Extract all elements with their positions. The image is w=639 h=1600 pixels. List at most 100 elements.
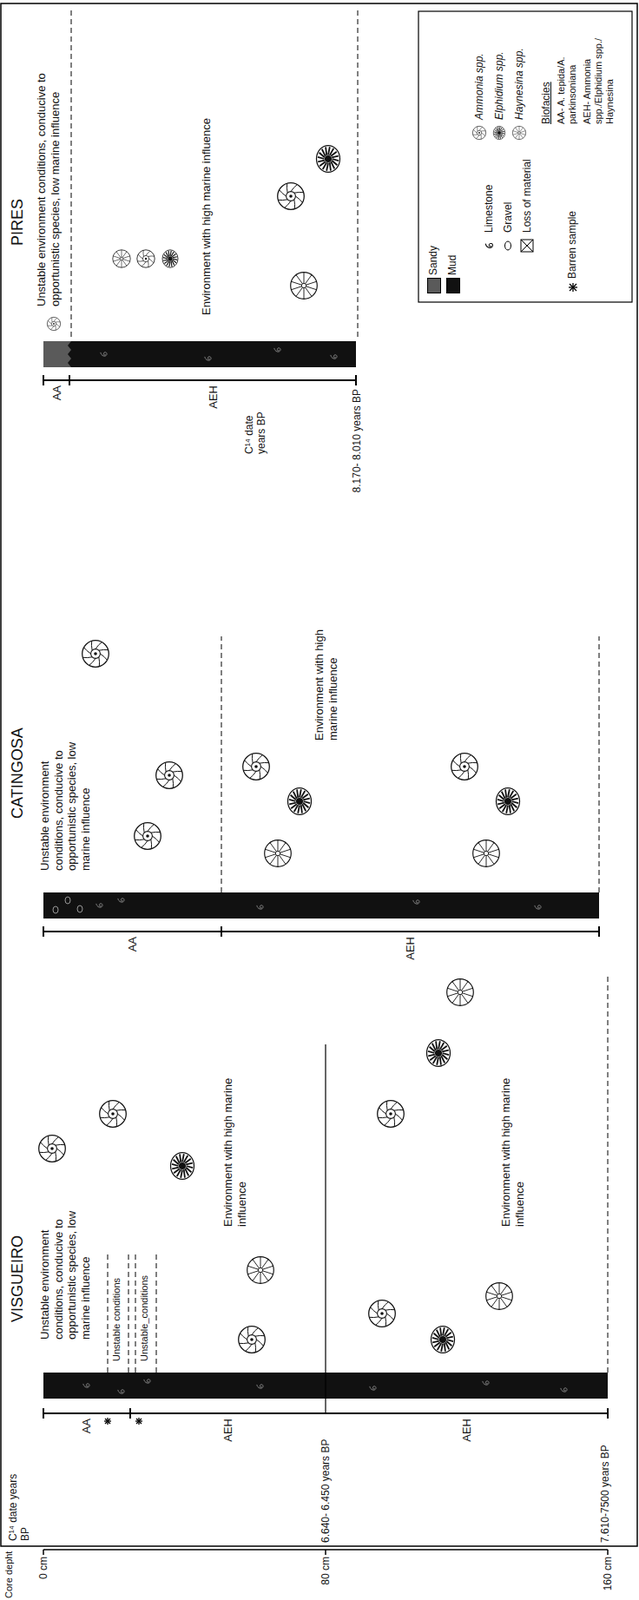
ammonia-icon — [99, 1100, 127, 1128]
mud-core — [43, 892, 600, 919]
biofacies-label: AEH — [221, 1418, 236, 1450]
ammonia-icon — [368, 1300, 396, 1328]
ammonia-icon — [472, 125, 486, 139]
ammonia-icon — [238, 1326, 266, 1354]
limestone-symbol — [330, 355, 337, 359]
ammonia-icon — [277, 183, 305, 211]
depth-tick: 160 cm — [601, 1556, 614, 1599]
radiocarbon-date: 6.640- 6.450 years BP — [319, 1421, 332, 1543]
ammonia-icon — [39, 1135, 66, 1163]
biofacies-label: AEH — [206, 385, 221, 417]
limestone-symbol — [369, 1386, 376, 1390]
limestone-symbol — [485, 243, 493, 248]
biofacies-bracket — [43, 375, 356, 386]
facies-note: Environment with high marine influence — [199, 54, 214, 316]
legend-text: Loss of material — [520, 128, 534, 233]
biofacies-label: AEH — [460, 1418, 475, 1450]
ammonia-icon — [137, 250, 155, 268]
limestone-symbol — [144, 1379, 151, 1384]
site-title: CATINGOSA — [8, 645, 28, 819]
limestone-symbol — [534, 905, 541, 910]
site-title: VISGUEIRO — [8, 1148, 28, 1323]
limestone-symbol — [204, 356, 211, 361]
biofacies-label: AA — [79, 1418, 94, 1450]
mud-core — [67, 341, 356, 368]
haynesina-icon — [290, 272, 318, 300]
limestone-symbol — [482, 1381, 489, 1385]
date-heading: C¹⁴ date years BP — [6, 1471, 33, 1542]
limestone-symbol — [83, 1383, 90, 1388]
haynesina-icon — [264, 840, 292, 868]
biofacies-bracket — [43, 926, 600, 937]
legend-swatch — [427, 277, 442, 294]
depth-tick: 0 cm — [37, 1556, 50, 1599]
biofacies-label: AEH — [403, 936, 418, 969]
legend-swatch — [446, 277, 461, 294]
biofacies-label: AA — [125, 936, 140, 969]
condition-note: Unstable_conditions — [138, 1255, 151, 1362]
depth-axis — [43, 1549, 608, 1555]
figure-frame — [0, 3, 638, 1547]
radiocarbon-date: 7.610-7500 years BP — [599, 1421, 612, 1543]
legend-note: AEH- Ammonia spp./Elphidium spp./ Haynes… — [581, 15, 617, 125]
limestone-symbol — [118, 1389, 125, 1394]
axis-title: Core depht — [3, 1548, 15, 1599]
legend-heading: Biofacies — [540, 19, 553, 125]
legend-note: AA- A. tepida/A. parkinsoniana — [555, 15, 579, 125]
elphidium-icon — [496, 788, 521, 816]
ammonia-icon — [377, 1100, 405, 1128]
limestone-symbol — [96, 903, 103, 908]
facies-note: Environment with high marine influence — [221, 1053, 249, 1227]
elphidium-icon — [162, 250, 178, 268]
legend-text: Sandy — [427, 171, 440, 276]
loss-symbol — [520, 239, 534, 252]
ammonia-icon — [46, 316, 60, 330]
haynesina-icon — [247, 1257, 275, 1285]
limestone-symbol — [413, 900, 420, 904]
facies-note: Unstable environment conditions, conduci… — [38, 1187, 93, 1340]
facies-note: Unstable environment conditions, conduci… — [34, 19, 62, 307]
legend-text: Limestone — [482, 128, 495, 233]
ammonia-icon — [82, 640, 110, 668]
haynesina-icon — [447, 979, 475, 1007]
limestone-symbol — [274, 348, 281, 352]
biofacies-label: AA — [50, 385, 65, 417]
facies-note: Environment with high marine influence — [499, 1053, 527, 1227]
legend-text: Barren sample — [566, 174, 579, 279]
legend-text: Ammonia spp. — [473, 15, 486, 120]
barren-asterisk — [104, 1417, 143, 1425]
haynesina-icon — [512, 125, 526, 139]
gravel-symbol — [505, 241, 512, 251]
ammonia-icon — [451, 753, 479, 781]
limestone-symbol — [560, 1388, 567, 1392]
gravel-symbol — [52, 896, 83, 914]
haynesina-icon — [473, 840, 501, 868]
facies-note: Unstable environment conditions, conduci… — [38, 705, 93, 871]
limestone-symbol — [100, 352, 107, 356]
limestone-symbol — [256, 905, 264, 910]
elphidium-icon — [316, 145, 341, 173]
elphidium-icon — [431, 1326, 455, 1354]
elphidium-icon — [288, 788, 312, 816]
haynesina-icon — [486, 1283, 514, 1311]
haynesina-icon — [112, 250, 131, 268]
legend-text: Elphidium spp. — [493, 15, 506, 120]
limestone-symbol — [256, 1384, 264, 1389]
condition-note: Unstable conditions — [111, 1255, 123, 1362]
facies-boundary — [221, 636, 600, 893]
ammonia-icon — [156, 762, 184, 790]
ammonia-icon — [134, 823, 162, 850]
unstable-lines — [107, 974, 608, 1373]
limestone-symbol — [118, 898, 125, 903]
date-heading: C¹⁴ date years BP — [243, 391, 269, 455]
legend-text: Haynesina spp. — [513, 15, 526, 120]
depth-tick: 80 cm — [319, 1556, 332, 1599]
ammonia-icon — [243, 753, 271, 781]
elphidium-icon — [493, 125, 506, 139]
site-title: PIRES — [8, 141, 28, 246]
boundary-line — [324, 1044, 326, 1414]
legend-box — [418, 11, 633, 303]
radiocarbon-date: 8.170- 8.010 years BP — [350, 388, 363, 515]
